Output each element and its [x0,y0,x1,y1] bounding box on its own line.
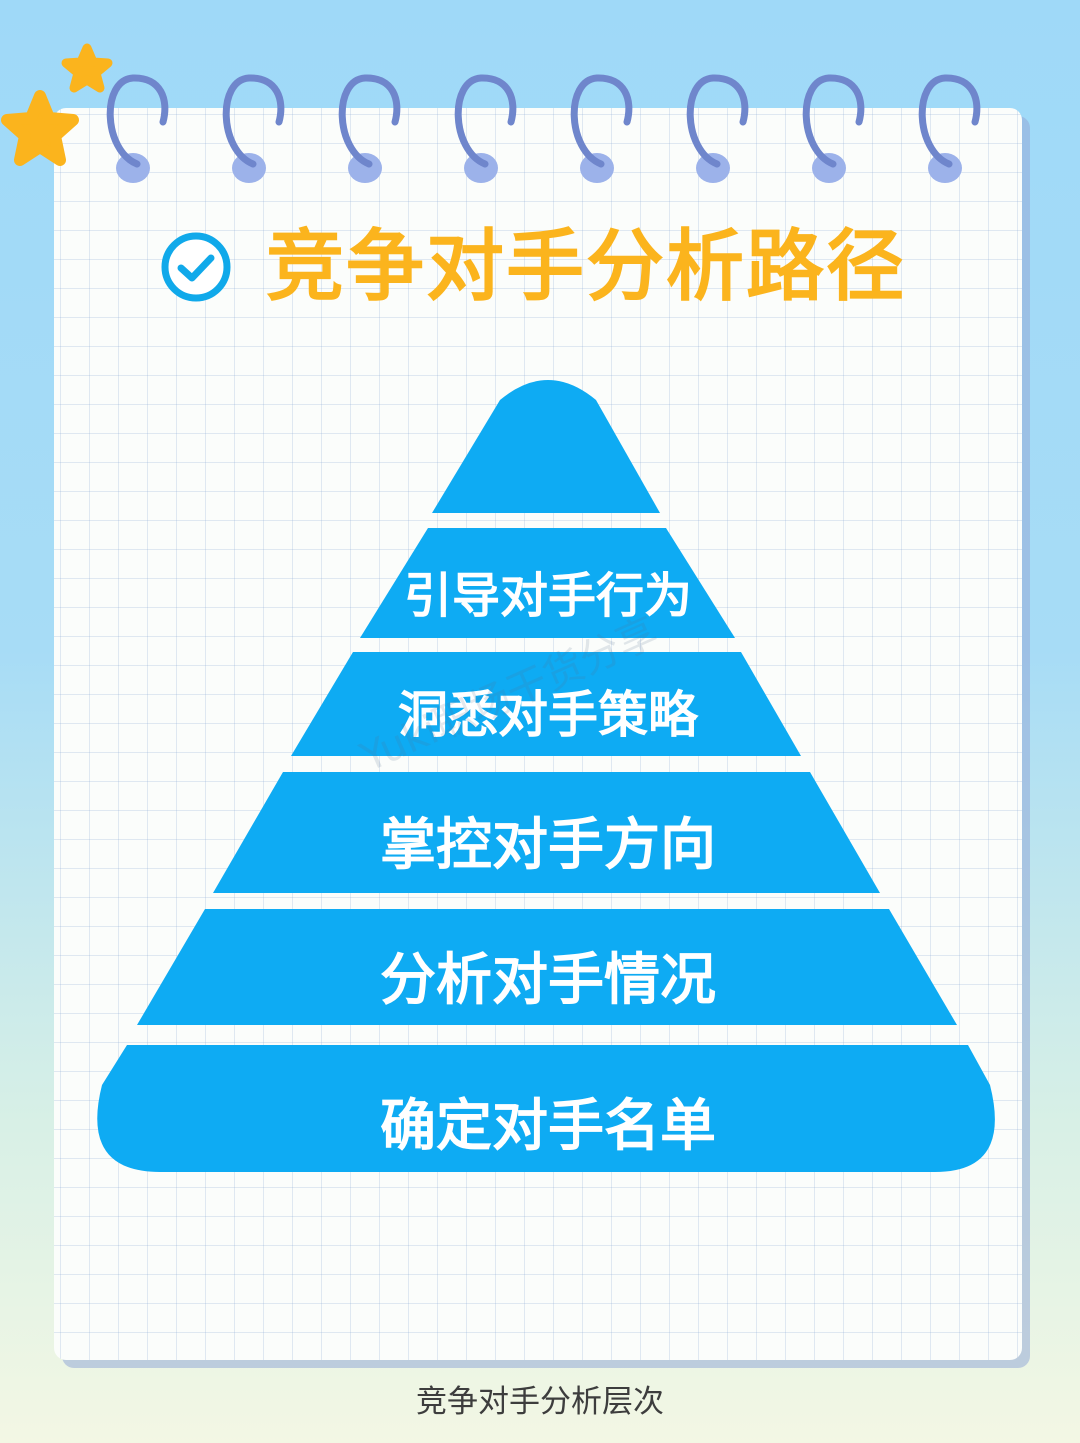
tier-label-insight-strategy: 洞悉对手策略 [398,686,698,744]
pyramid-tier-4 [137,909,957,1025]
spiral-rings [106,74,981,168]
pyramid-tier-3 [213,772,880,893]
page-title: 竞争对手分析路径 [266,222,907,312]
spiral-ring-icon [918,74,981,168]
binding-hole [580,153,614,183]
binding-hole [696,153,730,183]
binding-holes [116,153,962,183]
star-icon [61,43,113,93]
spiral-ring-icon [686,74,749,168]
pyramid-tier-5 [97,1045,995,1172]
title-row: 竞争对手分析路径 [160,222,906,312]
pyramid-tier-1 [360,528,735,638]
binding-hole [464,153,498,183]
binding-hole [348,153,382,183]
spiral-ring-icon [338,74,401,168]
spiral-ring-icon [222,74,285,168]
caption: 竞争对手分析层次 [416,1384,664,1420]
pyramid-tier-2 [291,652,801,756]
binding-hole [232,153,266,183]
stars [1,43,113,166]
binding-hole [928,153,962,183]
pyramid-tier-top [432,380,660,513]
spiral-ring-icon [802,74,865,168]
binding-hole [116,153,150,183]
spiral-ring-icon [106,74,169,168]
spiral-ring-icon [454,74,517,168]
spiral-ring-icon [570,74,633,168]
tier-label-confirm-list: 确定对手名单 [380,1094,716,1159]
tier-label-guide-behavior: 引导对手行为 [403,568,692,624]
check-circle-icon [161,232,231,302]
tier-label-analyze-situation: 分析对手情况 [380,948,716,1013]
tier-label-control-direction: 掌控对手方向 [380,813,716,878]
binding-hole [812,153,846,183]
star-icon [1,90,79,166]
